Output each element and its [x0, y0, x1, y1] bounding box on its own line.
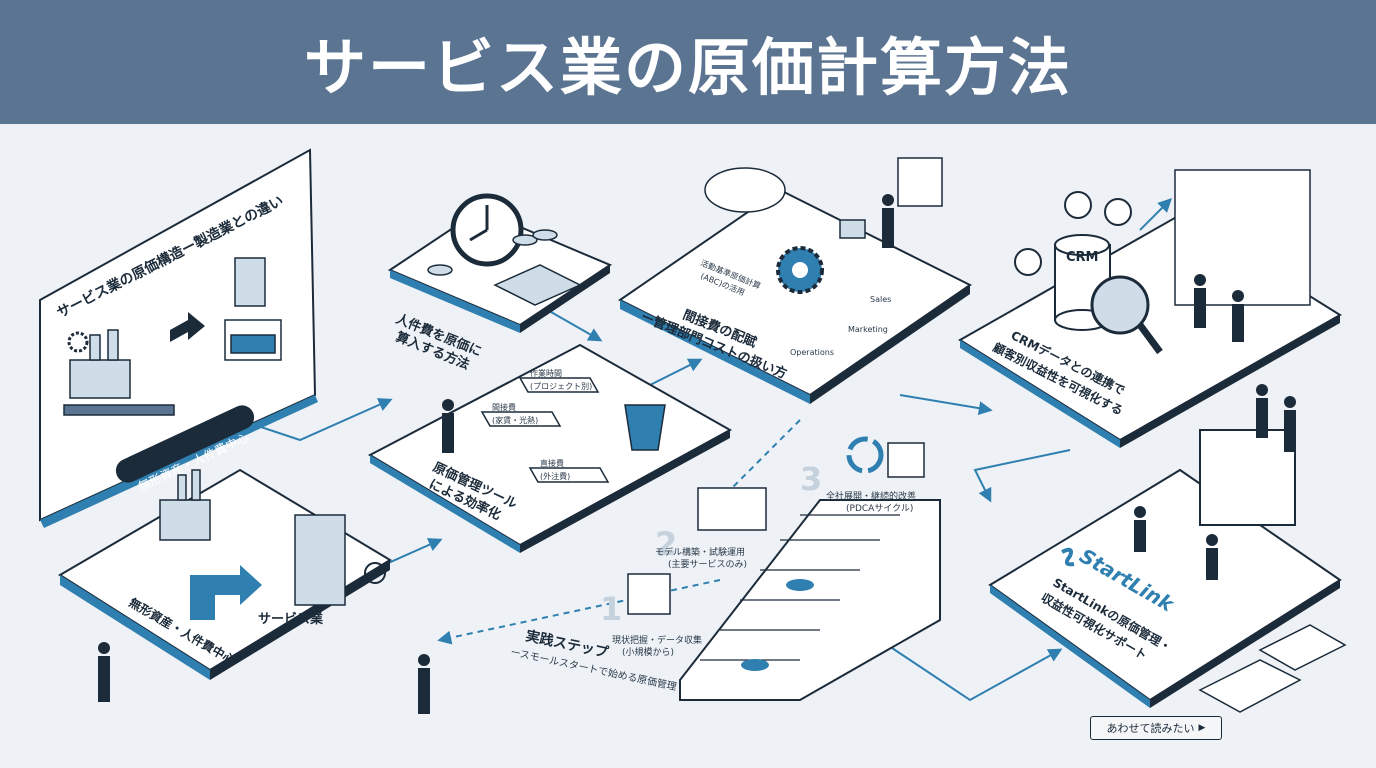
tool-box5: 直接費 — [540, 458, 564, 468]
arrow-steps-to-startlink — [879, 639, 1063, 702]
step3-line1: 全社展開・継続的改善 — [826, 490, 916, 502]
arrow-indirect-to-crm — [899, 394, 993, 416]
play-arrow-icon: ▶ — [1198, 723, 1206, 733]
people-group-icon — [1256, 384, 1296, 452]
growth-chart-icon — [887, 442, 925, 478]
magnifier-icon — [1090, 275, 1163, 355]
dashboard-icon — [1174, 169, 1311, 306]
cloud-icon — [704, 167, 786, 213]
data-box — [480, 377, 610, 483]
structure-panel: サービス業の原価構造ー製造業との違い 無形資産・人件費中心 — [39, 148, 318, 528]
arrow-right-icon — [170, 312, 205, 342]
step2-number: 2 — [655, 525, 677, 563]
indirect-operations: Operations — [790, 348, 834, 357]
indirect-sales: Sales — [870, 295, 891, 304]
person-icon — [1194, 274, 1244, 342]
crm-icon-text: CRM — [1066, 250, 1099, 265]
analytics-screen-icon — [1199, 429, 1296, 526]
read-more-button[interactable]: あわせて読みたい ▶ — [1090, 716, 1222, 740]
arrow-crm-to-startlink — [973, 449, 1071, 503]
startlink-logo-icon — [1061, 547, 1075, 567]
step3-number: 3 — [800, 460, 822, 498]
person-icon — [1134, 506, 1218, 580]
cycle-icon — [846, 436, 884, 474]
arrow-crm-up — [1139, 198, 1172, 231]
read-more-label: あわせて読みたい — [1106, 722, 1195, 735]
gear-icon — [776, 246, 824, 294]
footprint-icon — [741, 579, 814, 671]
monitor-icon — [224, 319, 282, 361]
diagram-canvas: サービス業の原価構造ー製造業との違い 無形資産・人件費中心 無形資産・人件費中心… — [39, 148, 1347, 714]
startlink-panel: StartLink StartLinkの原価管理・ 収益性可視化サポート — [988, 429, 1342, 708]
person-icon — [442, 399, 454, 453]
step1-line2: (小規模から) — [622, 647, 674, 658]
calculator-icon — [493, 264, 582, 306]
crm-panel: CRM CRMデータとの連携で 顧客別収益性を可視化する — [958, 169, 1342, 448]
spreadsheet-icon — [627, 573, 671, 615]
chart-monitor-icon — [897, 157, 943, 207]
arrow-right-icon — [190, 565, 262, 620]
flow-diagram-icon — [697, 487, 767, 531]
office-building-icon — [294, 514, 346, 606]
service-label: サービス業 — [258, 611, 324, 627]
building-icon — [234, 257, 266, 307]
person-with-tablet-icon — [98, 642, 110, 702]
step1-number: 1 — [600, 590, 622, 628]
tool-box4: (家賃・光熱) — [492, 415, 538, 425]
service-panel: 無形資産・人件費中心 サービス業 — [58, 468, 392, 680]
bucket-icon — [624, 404, 666, 451]
step1-line1: 現状把握・データ収集 — [612, 634, 702, 646]
page-title: サービス業の原価計算方法 — [303, 31, 1072, 104]
indirect-marketing: Marketing — [848, 325, 888, 334]
step2-line2: (主要サービスのみ) — [668, 558, 747, 570]
step3-line2: (PDCAサイクル) — [846, 503, 913, 514]
labor-panel: 人件費を原価に 算入する方法 — [387, 193, 613, 373]
tool-box6: (外注費) — [540, 471, 570, 481]
person-icon — [882, 194, 894, 248]
document-stack-icon — [1198, 624, 1347, 713]
factory-icon — [63, 329, 175, 416]
step2-line1: モデル構築・試験運用 — [655, 546, 745, 558]
tool-box1: 作業時間 — [530, 368, 562, 378]
folder-icon — [839, 219, 866, 239]
person-at-board-icon — [418, 654, 430, 714]
coins-icon — [427, 229, 558, 276]
arrow-steps-to-service — [437, 579, 721, 645]
indirect-panel: 活動基準原価計算 (ABC)の活用 Sales Marketing Operat… — [618, 157, 972, 404]
gear-icon — [67, 331, 89, 353]
arrow-indirect-to-steps — [718, 419, 801, 502]
factory-icon — [159, 469, 211, 541]
tool-panel: 作業時間 (プロジェクト別) 間接費 (家賃・光熱) 直接費 (外注費) 原価管… — [367, 343, 733, 553]
tool-box2: (プロジェクト別) — [530, 382, 592, 391]
header-banner: サービス業の原価計算方法 — [0, 0, 1376, 124]
clock-icon — [450, 193, 524, 267]
database-icon — [1054, 234, 1111, 331]
tool-box3: 間接費 — [492, 402, 516, 412]
handshake-icon — [364, 562, 386, 584]
person-avatar-icon — [1014, 191, 1132, 276]
